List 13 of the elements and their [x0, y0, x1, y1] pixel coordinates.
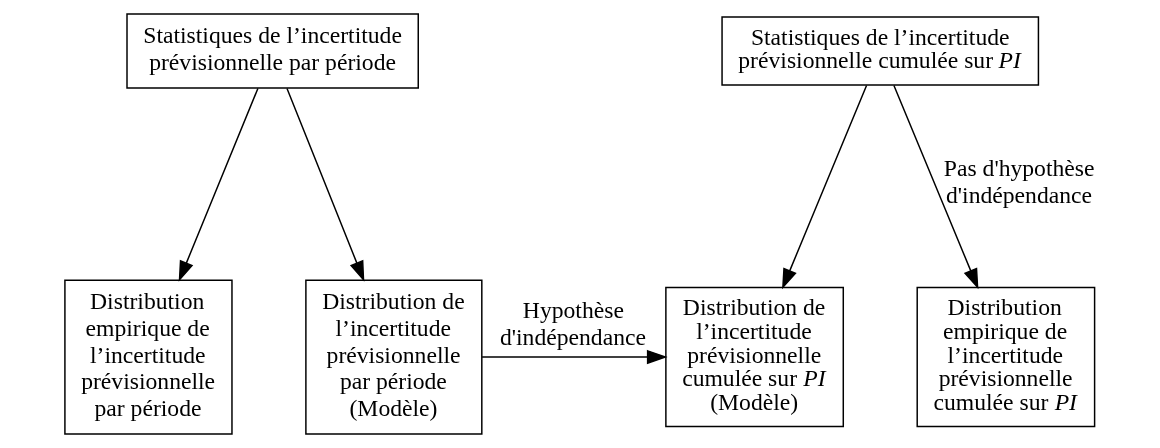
node-box: Statistiques de l’incertitude prévisionnelle par période: [125, 13, 419, 89]
arrow: [892, 84, 978, 290]
node-box: Statistiques de l’incertitude prévisionnelle cumulée sur PI: [720, 16, 1039, 86]
node-box: Distribution de l’incertitude prévisionnelle par période (Modèle): [304, 279, 483, 435]
arrow: [178, 87, 259, 282]
node-box: Distribution empirique de l’incertitude prévisionnelle par période: [63, 279, 233, 435]
edge-label: Pas d'hypothèse d'indépendance: [943, 155, 1094, 209]
arrow: [285, 87, 364, 282]
edge-label: Hypothèse d'indépendance: [499, 297, 646, 350]
arrow: [480, 349, 668, 365]
arrow: [781, 84, 867, 290]
node-box: Distribution de l’incertitude prévisionnelle cumulée sur PI (Modèle): [664, 286, 844, 428]
node-box: Distribution empirique de l’incertitude prévisionnelle cumulée sur PI: [915, 286, 1095, 428]
